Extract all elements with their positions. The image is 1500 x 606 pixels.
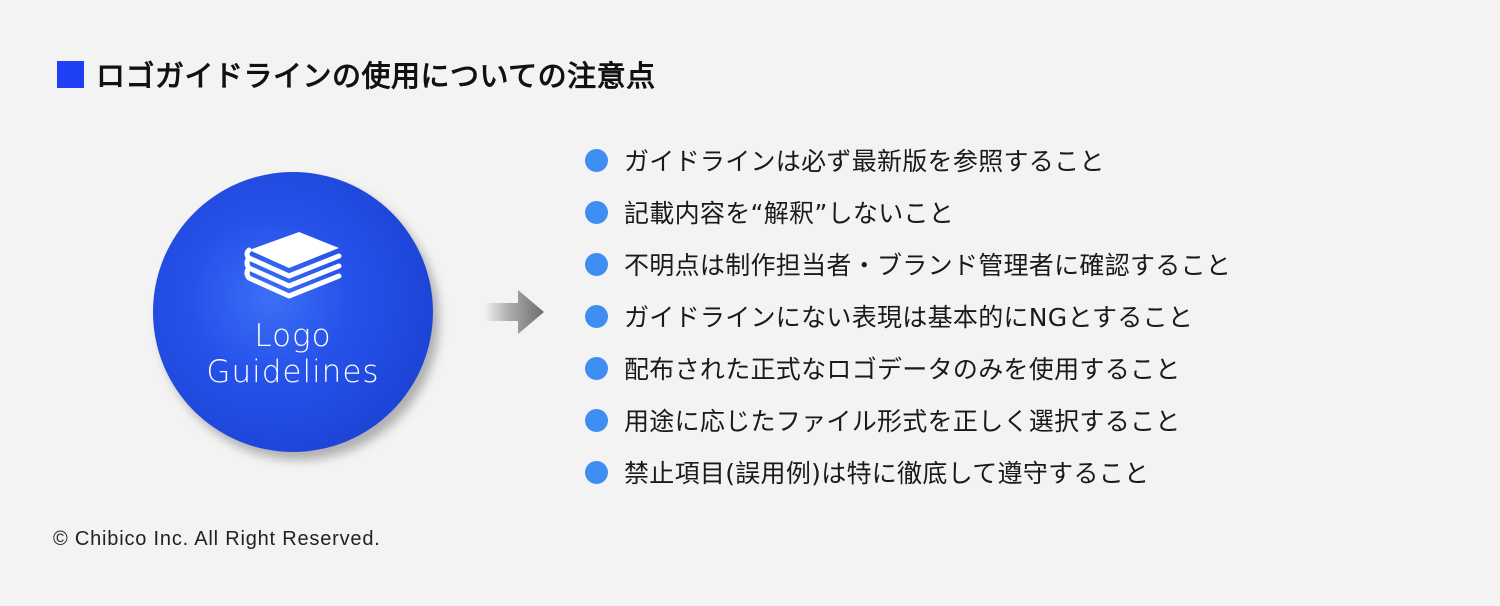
rule-text: 禁止項目(誤用例)は特に徹底して遵守すること [624, 459, 1150, 488]
title-marker-icon [57, 60, 84, 88]
list-item: ガイドラインにない表現は基本的にNGとすること [585, 290, 1231, 342]
page-title: ロゴガイドラインの使用についての注意点 [57, 54, 656, 94]
rule-text: 記載内容を“解釈”しないこと [624, 199, 955, 228]
rule-text: 用途に応じたファイル形式を正しく選択すること [624, 407, 1181, 436]
list-item: 記載内容を“解釈”しないこと [585, 186, 1231, 238]
list-item: 不明点は制作担当者・ブランド管理者に確認すること [585, 238, 1231, 290]
bullet-icon [585, 460, 608, 484]
bullet-icon [585, 148, 608, 172]
badge-title-line1: Logo [254, 318, 332, 354]
bullet-icon [585, 356, 608, 380]
bullet-icon [585, 408, 608, 432]
list-item: 配布された正式なロゴデータのみを使用すること [585, 342, 1231, 394]
badge-title-line2: Guidelines [206, 354, 380, 390]
list-item: 禁止項目(誤用例)は特に徹底して遵守すること [585, 446, 1231, 498]
copyright-notice: © Chibico Inc. All Right Reserved. [53, 528, 381, 550]
bullet-icon [585, 252, 608, 276]
rules-list: ガイドラインは必ず最新版を参照すること 記載内容を“解釈”しないこと 不明点は制… [585, 134, 1231, 498]
bullet-icon [585, 200, 608, 224]
bullet-icon [585, 304, 608, 328]
list-item: ガイドラインは必ず最新版を参照すること [585, 134, 1231, 186]
page-title-text: ロゴガイドラインの使用についての注意点 [96, 59, 656, 93]
logo-guidelines-badge: Logo Guidelines [153, 172, 433, 452]
rule-text: 不明点は制作担当者・ブランド管理者に確認すること [624, 251, 1232, 280]
rule-text: ガイドラインにない表現は基本的にNGとすること [624, 303, 1194, 332]
rule-text: ガイドラインは必ず最新版を参照すること [624, 147, 1105, 176]
list-item: 用途に応じたファイル形式を正しく選択すること [585, 394, 1231, 446]
arrow-right-icon [484, 290, 544, 334]
books-stack-icon [244, 232, 342, 299]
rule-text: 配布された正式なロゴデータのみを使用すること [624, 355, 1181, 384]
